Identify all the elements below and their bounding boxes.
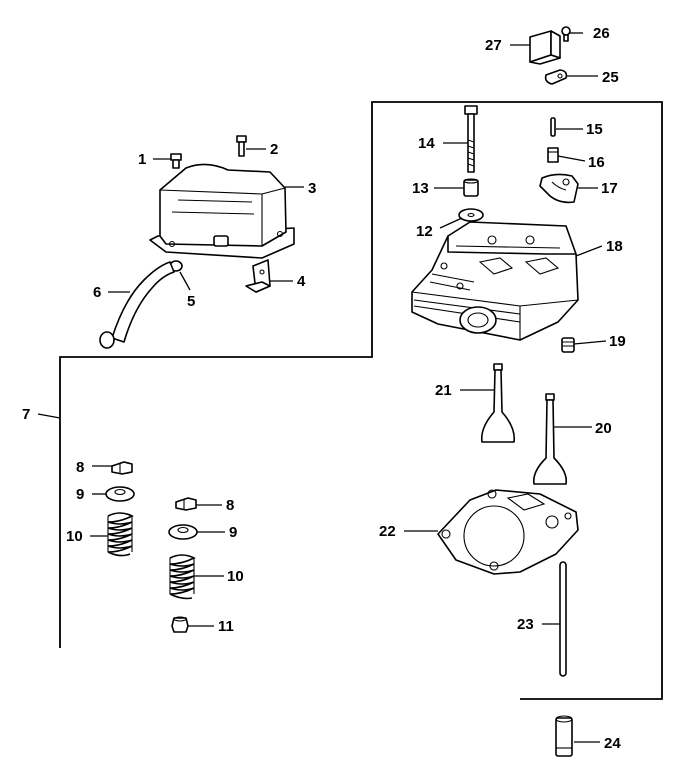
callout-9-left: 9: [76, 486, 84, 503]
callout-1: 1: [138, 151, 146, 168]
callout-25: 25: [602, 69, 619, 86]
valve-spring-part-10-left: [107, 512, 134, 557]
valve-spring-part-10-right: [169, 554, 196, 600]
callout-19: 19: [609, 333, 626, 350]
callout-22: 22: [379, 523, 396, 540]
callout-14: 14: [418, 135, 435, 152]
retainer-lock-part-8-right: [175, 497, 197, 511]
callout-8-left: 8: [76, 459, 84, 476]
screw-part-1: [170, 153, 182, 169]
rocker-arm-part-17: [539, 173, 579, 204]
callout-4: 4: [297, 273, 306, 290]
callout-16: 16: [588, 154, 605, 171]
hose-part-6: [99, 261, 175, 349]
callout-8-right: 8: [226, 497, 234, 514]
screw-part-2: [236, 135, 247, 157]
callout-20: 20: [595, 420, 612, 437]
callout-5: 5: [187, 293, 195, 310]
callout-7: 7: [22, 406, 30, 423]
callout-11: 11: [218, 618, 234, 635]
cylinder-head-part-18: [411, 221, 579, 341]
push-rod-part-23: [559, 561, 567, 677]
valve-part-20: [532, 393, 568, 485]
callout-23: 23: [517, 616, 534, 633]
screw-part-26: [561, 26, 571, 42]
tappet-part-24: [555, 715, 573, 757]
callout-18: 18: [606, 238, 623, 255]
retainer-lock-part-8-left: [111, 461, 133, 475]
bracket-part-4: [245, 259, 271, 293]
callout-labels: 1 2 3 4 5 6 7 8 8 9 9 10 10 11 12 13 14 …: [22, 25, 626, 752]
valve-part-21: [480, 363, 516, 443]
sleeve-part-16: [547, 147, 559, 163]
leader-lines: [37, 32, 607, 743]
callout-12: 12: [416, 223, 433, 240]
spring-retainer-part-9-right: [168, 524, 198, 540]
callout-15: 15: [586, 121, 603, 138]
callout-26: 26: [593, 25, 610, 42]
plate-part-25: [544, 69, 568, 85]
valve-seal-part-11: [171, 616, 189, 633]
callout-24: 24: [604, 735, 621, 752]
pin-part-15: [550, 117, 556, 137]
callout-17: 17: [601, 180, 618, 197]
callout-3: 3: [308, 180, 316, 197]
collar-part-13: [463, 178, 479, 197]
callout-2: 2: [270, 141, 278, 158]
assembly-frame-border: [59, 101, 663, 700]
seal-part-19: [561, 337, 575, 353]
bracket-part-27: [529, 30, 561, 65]
washer-part-12: [458, 208, 484, 222]
bolt-part-14: [464, 105, 478, 173]
head-gasket-part-22: [437, 489, 579, 575]
callout-6: 6: [93, 284, 101, 301]
callout-21: 21: [435, 382, 452, 399]
callout-9-right: 9: [229, 524, 237, 541]
callout-13: 13: [412, 180, 429, 197]
spring-retainer-part-9-left: [105, 486, 135, 502]
callout-10-right: 10: [227, 568, 244, 585]
callout-10-left: 10: [66, 528, 83, 545]
callout-27: 27: [485, 37, 502, 54]
valve-cover-part-3: [149, 163, 295, 259]
